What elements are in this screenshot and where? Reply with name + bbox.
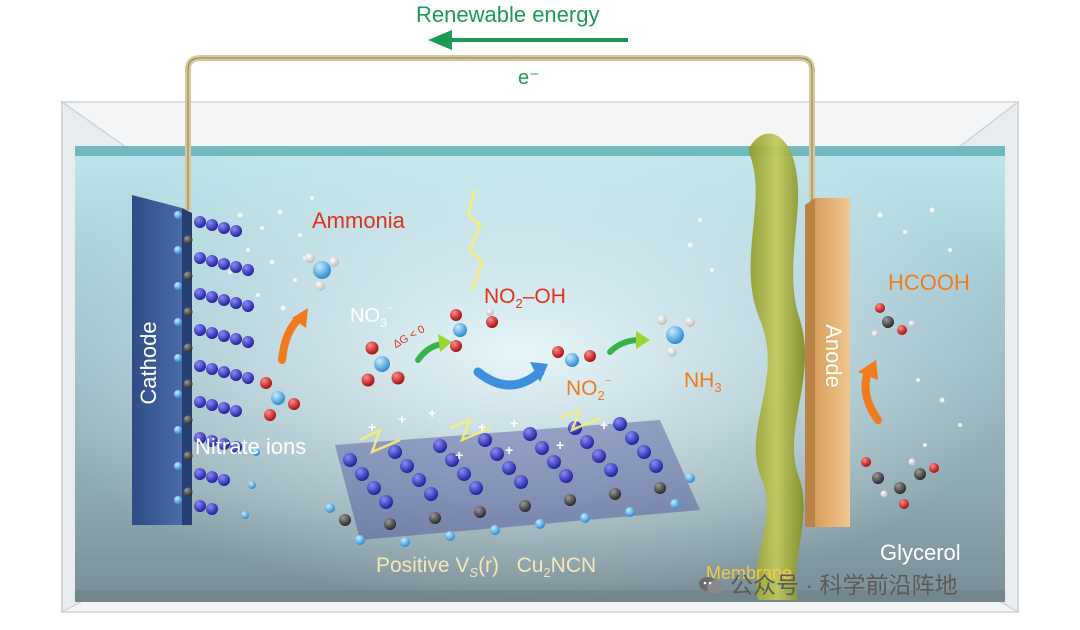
glycerol-label: Glycerol <box>880 542 961 564</box>
svg-text:+: + <box>368 419 376 435</box>
svg-text:+: + <box>455 447 463 463</box>
no3-label: NO3⁻ <box>350 306 393 326</box>
no2-oh-label: NO2–OH <box>484 286 566 307</box>
svg-text:+: + <box>398 411 406 427</box>
renewable-energy-title: Renewable energy <box>416 4 599 26</box>
svg-text:+: + <box>510 415 518 431</box>
watermark: 公众号 · 科学前沿阵地 <box>698 574 957 597</box>
nitrate-ions-label: Nitrate ions <box>195 436 306 458</box>
svg-text:+: + <box>600 417 608 433</box>
svg-text:+: + <box>505 442 513 458</box>
water-surface <box>75 146 1005 156</box>
catalyst-label: Positive VS(r) Cu2NCN <box>376 555 596 576</box>
anode-side <box>805 198 815 527</box>
cathode-side <box>182 208 192 525</box>
svg-text:+: + <box>556 437 564 453</box>
cathode-label: Cathode <box>138 318 160 408</box>
electron-label: e⁻ <box>518 68 540 88</box>
wechat-icon <box>698 575 724 595</box>
anode-label: Anode <box>822 323 844 389</box>
hcooh-label: HCOOH <box>888 272 970 294</box>
svg-text:+: + <box>428 405 436 421</box>
svg-text:+: + <box>478 419 486 435</box>
nh3-label: NH3 <box>684 370 722 391</box>
no2-label: NO2⁻ <box>566 378 612 399</box>
ammonia-label: Ammonia <box>312 210 405 232</box>
electron-flow-arrowhead <box>428 30 452 50</box>
